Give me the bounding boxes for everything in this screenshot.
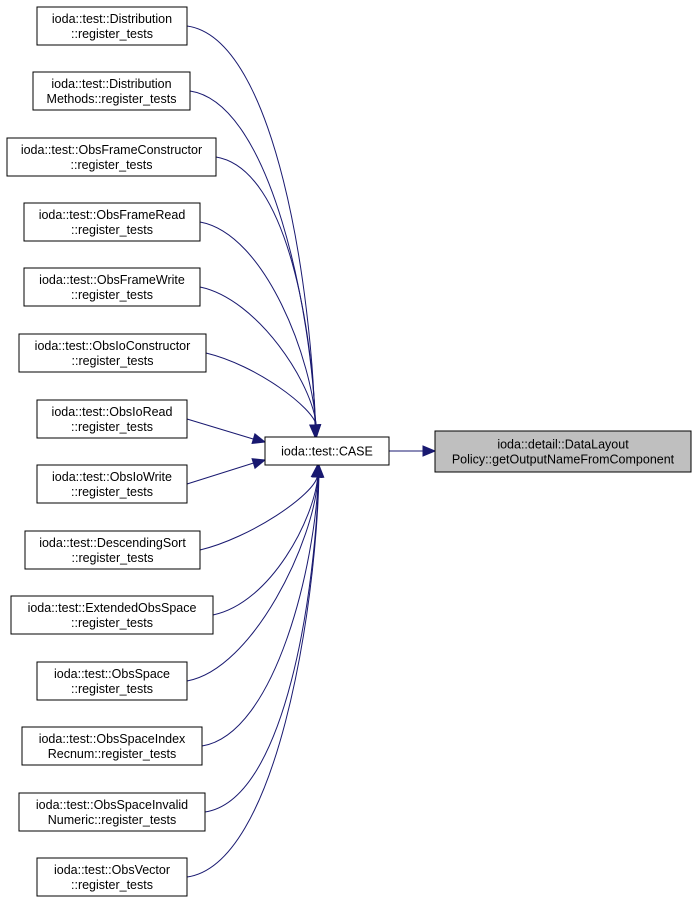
- node-target[interactable]: ioda::detail::DataLayoutPolicy::getOutpu…: [434, 430, 692, 473]
- node-box: [6, 137, 217, 177]
- node-label-line: ::register_tests: [71, 878, 153, 892]
- node-c14[interactable]: ioda::test::ObsVector::register_tests: [36, 857, 188, 897]
- node-box: [23, 202, 201, 242]
- edge-c7-to-hub: [186, 418, 255, 440]
- node-c6[interactable]: ioda::test::ObsIoConstructor::register_t…: [18, 333, 207, 373]
- node-label-line: ioda::test::ObsSpaceIndex: [39, 732, 186, 746]
- node-box: [18, 333, 207, 373]
- node-label-line: ioda::test::ObsIoWrite: [52, 470, 172, 484]
- node-box: [36, 464, 188, 504]
- node-label-line: ioda::test::Distribution: [52, 12, 172, 26]
- node-label-line: ioda::test::ObsFrameWrite: [39, 273, 185, 287]
- node-label-line: ioda::test::ObsSpace: [54, 667, 170, 681]
- edge-c9-to-hub: [199, 475, 318, 551]
- node-box: [21, 726, 203, 766]
- edge-c8-to-hub-arrowhead: [251, 458, 267, 470]
- node-c1[interactable]: ioda::test::Distribution::register_tests: [36, 6, 188, 46]
- node-label-line: ioda::test::ObsVector: [54, 863, 170, 877]
- edge-c13-to-hub: [204, 475, 320, 813]
- node-label-line: ioda::test::ExtendedObsSpace: [28, 601, 197, 615]
- edge-c14-to-hub: [186, 475, 320, 878]
- node-label-line: ioda::test::Distribution: [51, 77, 171, 91]
- node-c5[interactable]: ioda::test::ObsFrameWrite::register_test…: [23, 267, 201, 307]
- edges: [186, 25, 437, 878]
- node-label-line: ioda::test::DescendingSort: [39, 536, 186, 550]
- node-label-line: ioda::test::ObsSpaceInvalid: [36, 798, 188, 812]
- node-label-line: ::register_tests: [72, 354, 154, 368]
- edge-c1-to-hub: [186, 25, 316, 427]
- node-label-line: Policy::getOutputNameFromComponent: [452, 453, 675, 467]
- node-label-line: Methods::register_tests: [47, 92, 177, 106]
- node-box: [18, 792, 206, 832]
- edge-c12-to-hub: [201, 475, 319, 747]
- node-label-line: ::register_tests: [71, 27, 153, 41]
- edge-c8-to-hub: [186, 462, 255, 485]
- node-label-line: ::register_tests: [71, 158, 153, 172]
- node-label-line: ioda::detail::DataLayout: [497, 438, 629, 452]
- node-label-line: Numeric::register_tests: [48, 813, 177, 827]
- edge-c6-to-hub-arrowhead: [309, 424, 322, 439]
- edge-c14-to-hub-arrowhead: [312, 463, 325, 478]
- node-box: [10, 595, 214, 635]
- edge-c7-to-hub-arrowhead: [251, 432, 267, 444]
- node-label-line: ::register_tests: [71, 485, 153, 499]
- node-label-line: ioda::test::ObsIoRead: [52, 405, 173, 419]
- node-box: [264, 436, 390, 466]
- node-label-line: ::register_tests: [71, 420, 153, 434]
- node-c11[interactable]: ioda::test::ObsSpace::register_tests: [36, 661, 188, 701]
- edge-c11-to-hub: [186, 475, 319, 682]
- edge-c3-to-hub: [215, 156, 317, 427]
- node-box: [24, 530, 201, 570]
- node-c9[interactable]: ioda::test::DescendingSort::register_tes…: [24, 530, 201, 570]
- node-label-line: Recnum::register_tests: [48, 747, 177, 761]
- node-label-line: ::register_tests: [71, 682, 153, 696]
- node-c7[interactable]: ioda::test::ObsIoRead::register_tests: [36, 399, 188, 439]
- node-c13[interactable]: ioda::test::ObsSpaceInvalidNumeric::regi…: [18, 792, 206, 832]
- node-label-line: ::register_tests: [71, 223, 153, 237]
- node-label-line: ioda::test::CASE: [281, 445, 373, 459]
- node-c12[interactable]: ioda::test::ObsSpaceIndexRecnum::registe…: [21, 726, 203, 766]
- nodes: ioda::test::Distribution::register_tests…: [6, 6, 692, 897]
- node-label-line: ::register_tests: [71, 288, 153, 302]
- node-hub[interactable]: ioda::test::CASE: [264, 436, 390, 466]
- node-label-line: ioda::test::ObsIoConstructor: [35, 339, 191, 353]
- edge-c6-to-hub: [205, 352, 318, 427]
- edge-c5-to-hub: [199, 286, 317, 427]
- node-c8[interactable]: ioda::test::ObsIoWrite::register_tests: [36, 464, 188, 504]
- node-label-line: ::register_tests: [71, 616, 153, 630]
- node-c3[interactable]: ioda::test::ObsFrameConstructor::registe…: [6, 137, 217, 177]
- edge-hub-to-target-arrowhead: [422, 445, 437, 457]
- edge-c10-to-hub: [212, 475, 319, 616]
- node-box: [36, 399, 188, 439]
- node-box: [36, 6, 188, 46]
- edge-c4-to-hub: [199, 221, 317, 427]
- node-label-line: ioda::test::ObsFrameConstructor: [21, 143, 202, 157]
- node-box: [32, 71, 191, 111]
- node-label-line: ioda::test::ObsFrameRead: [39, 208, 186, 222]
- node-box: [434, 430, 692, 473]
- node-box: [36, 857, 188, 897]
- node-c4[interactable]: ioda::test::ObsFrameRead::register_tests: [23, 202, 201, 242]
- node-box: [36, 661, 188, 701]
- node-label-line: ::register_tests: [72, 551, 154, 565]
- node-c10[interactable]: ioda::test::ExtendedObsSpace::register_t…: [10, 595, 214, 635]
- node-c2[interactable]: ioda::test::DistributionMethods::registe…: [32, 71, 191, 111]
- node-box: [23, 267, 201, 307]
